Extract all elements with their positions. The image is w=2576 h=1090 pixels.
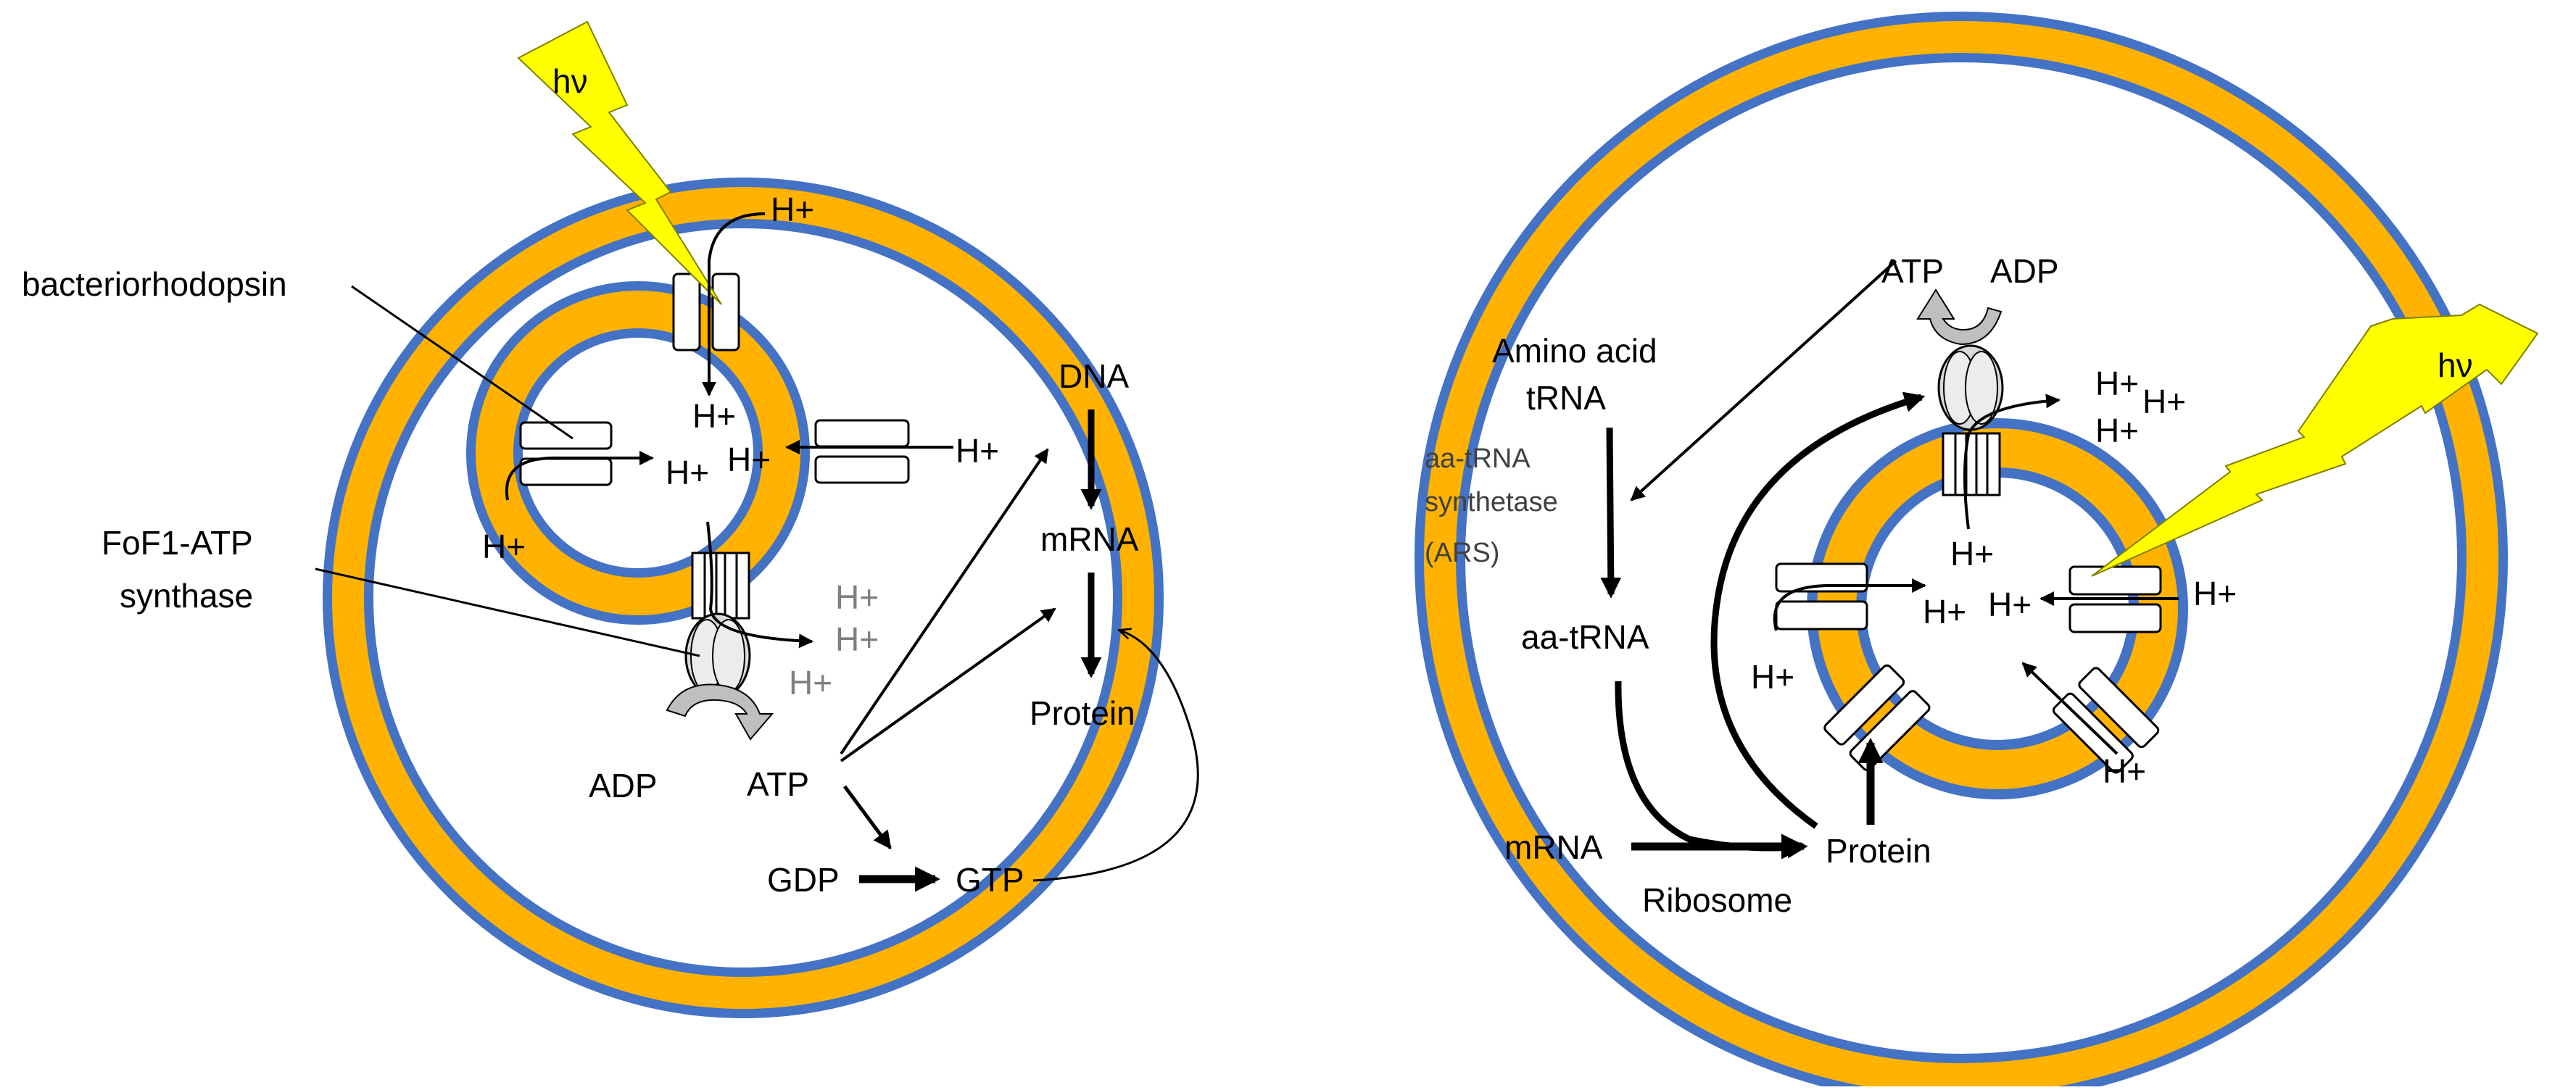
trna-label: tRNA: [1526, 379, 1606, 417]
arrow-atp-gdp: [842, 785, 893, 850]
arrow-gtp-translation: [1032, 631, 1199, 882]
h-top-label: H+: [771, 191, 814, 228]
pump-left: [519, 421, 613, 486]
arrow-right-h-bottom-in: [2021, 662, 2119, 755]
left-outer-membrane: [323, 178, 1164, 1018]
h-cluster-3-label: H+: [2095, 412, 2139, 449]
hv-label-right: hν: [2438, 346, 2473, 384]
h-inside-right-label: H+: [727, 441, 771, 478]
gdp-label: GDP: [767, 861, 840, 899]
aa-trna-label: aa-tRNA: [1521, 618, 1649, 656]
protein-label-left: Protein: [1030, 694, 1135, 732]
h-cluster-2-label: H+: [2142, 383, 2186, 420]
arrow-h-left-in: [505, 451, 654, 501]
mrna-label-left: mRNA: [1040, 520, 1139, 558]
arrow-atp-dna: [840, 448, 1049, 755]
left-cell: hν H+ H+ H+ H+ H+ H+ H+ H+ H+ bacteriorh…: [22, 20, 1199, 1018]
h-inside-left-label: H+: [666, 454, 709, 491]
h-right-inside-top: H+: [1950, 535, 1994, 573]
atp-synthase-label-line2: synthase: [120, 577, 253, 615]
ars-label-line3: (ARS): [1425, 538, 1499, 568]
pump-right: [814, 419, 910, 484]
adp-label-right: ADP: [1990, 252, 2059, 290]
leader-bacteriorhodopsin: [351, 285, 573, 440]
h-right-inside-right: H+: [1988, 586, 2032, 623]
ribosome-label: Ribosome: [1642, 881, 1792, 919]
right-outer-ring: [1415, 12, 2508, 1090]
h-cluster-1-label: H+: [2095, 365, 2139, 402]
amino-acid-label: Amino acid: [1492, 332, 1657, 370]
h-right-outside-right: H+: [2193, 575, 2237, 612]
h-outside-right-label: H+: [956, 432, 999, 470]
arrow-right-h-left-in: [1773, 578, 1926, 631]
atp-synthase-icon: [666, 552, 774, 741]
arrow-trna-aatrna: [1600, 427, 1622, 599]
lightning-bolt-icon-right: [2091, 303, 2539, 577]
left-vesicle-membrane: [466, 281, 810, 625]
arrow-protein-synthase: [1710, 391, 1926, 829]
pump-top: [672, 272, 740, 351]
ars-label-line1: aa-tRNA: [1425, 444, 1531, 474]
h-right-bottom-right: H+: [2103, 752, 2146, 790]
h-out-2-label: H+: [835, 620, 879, 658]
h-out-3-label: H+: [789, 664, 832, 702]
h-right-outside-left: H+: [1751, 658, 1794, 696]
arrow-aatrna-protein: [1615, 681, 1808, 859]
h-inside-top-label: H+: [692, 397, 736, 435]
bacteriorhodopsin-label: bacteriorhodopsin: [22, 265, 287, 303]
arrow-atp-ars: [1630, 259, 1897, 502]
gtp-label: GTP: [956, 861, 1024, 899]
atp-label-right: ATP: [1881, 252, 1944, 290]
h-outside-left-label: H+: [482, 528, 526, 565]
leader-atp-synthase: [315, 567, 700, 657]
arrow-h-synthase-out: [706, 521, 813, 649]
hv-label-left: hν: [552, 62, 588, 100]
lightning-bolt-icon: [517, 20, 722, 305]
ars-label-line2: synthetase: [1425, 487, 1558, 517]
mrna-label-right: mRNA: [1504, 828, 1603, 866]
arrow-right-h-synthase-out: [1963, 394, 2061, 530]
protein-label-right: Protein: [1826, 832, 1931, 870]
h-out-1-label: H+: [835, 578, 879, 616]
pump-right-right: [2068, 565, 2162, 633]
atp-synthase-label-line1: FoF1-ATP: [102, 524, 253, 562]
atp-synthase-icon-right: [1916, 288, 2004, 496]
arrow-h-top-in: [702, 212, 766, 396]
h-right-inside-left: H+: [1923, 593, 1966, 631]
atp-label-left: ATP: [747, 765, 809, 803]
adp-label-left: ADP: [589, 767, 658, 804]
right-cell: hν H+ H+ H+ H+ H+ H+ H+ H+ H+ ATP ADP Am…: [1415, 12, 2539, 1090]
dna-label: DNA: [1059, 357, 1129, 395]
arrow-atp-mrna: [840, 607, 1056, 762]
